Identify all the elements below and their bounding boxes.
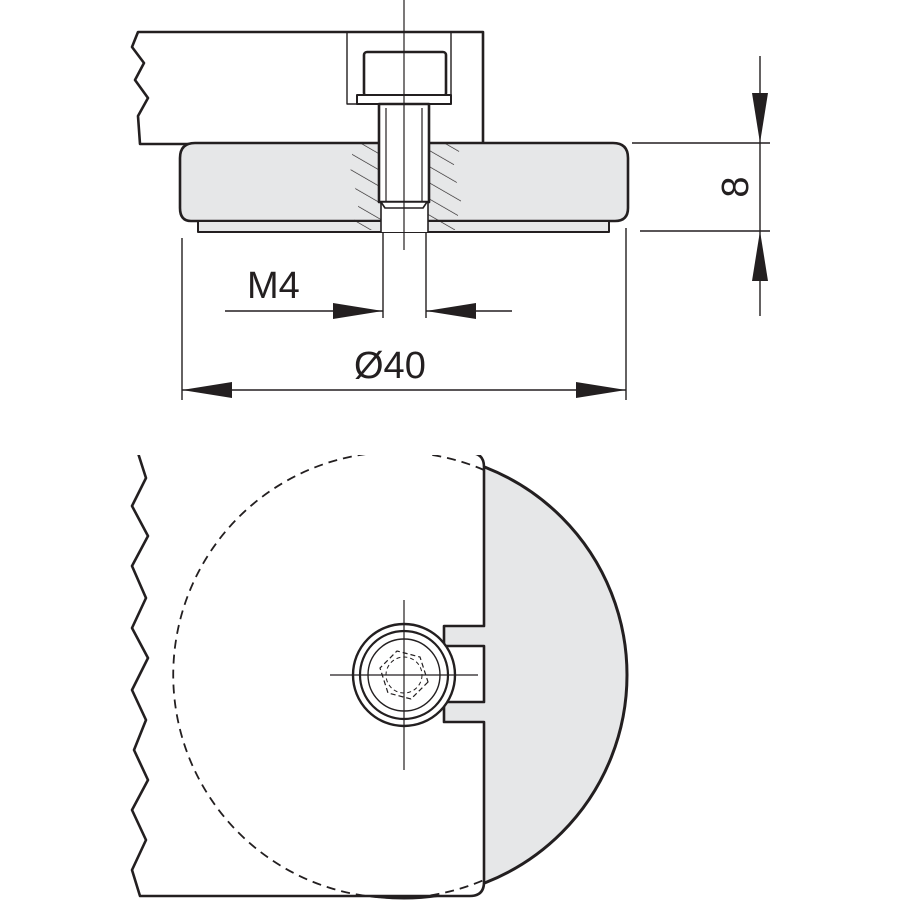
top-view (130, 455, 629, 900)
arrow-height-bottom (752, 231, 768, 281)
dimension-height (632, 56, 770, 316)
side-view (130, 30, 630, 233)
dimension-thread (225, 232, 512, 319)
height-label: 8 (715, 176, 757, 197)
bolt-head (362, 50, 448, 98)
arrow-dia-left (182, 382, 232, 398)
arrow-dia-right (576, 382, 626, 398)
dimension-diameter (181, 228, 627, 400)
magnet-hidden-outline (172, 455, 485, 899)
arrow-m4-right (426, 303, 476, 319)
hex-socket-icon (379, 650, 429, 700)
centre-lines-top (330, 600, 478, 770)
mounting-plate-top (130, 455, 486, 898)
thread-size-label: M4 (247, 265, 300, 307)
arrow-height-top (752, 93, 768, 143)
diameter-label: Ø40 (354, 345, 426, 387)
arrow-m4-left (333, 303, 383, 319)
